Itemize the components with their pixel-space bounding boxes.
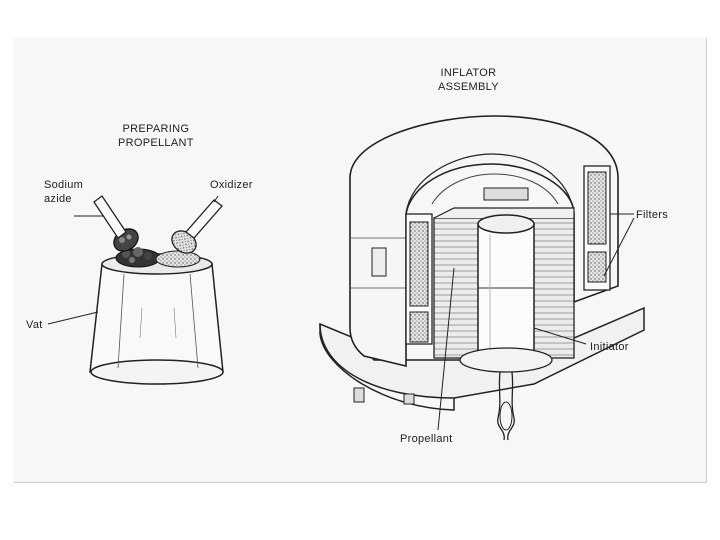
preparing-propellant-title: PREPARING PROPELLANT xyxy=(118,123,194,149)
initiator-label: Initiator xyxy=(590,341,629,353)
propellant-label: Propellant xyxy=(400,433,453,445)
filters-leader-2 xyxy=(603,217,635,277)
vat-label: Vat xyxy=(26,319,43,331)
diagram-figure: PREPARING PROPELLANT Sodium azide Oxidiz… xyxy=(14,38,707,483)
vat-leader xyxy=(47,311,99,325)
propellant-leader xyxy=(437,267,455,431)
oxidizer-leader xyxy=(213,195,219,203)
sodium-azide-label: Sodium azide xyxy=(44,179,84,205)
oxidizer-scoop xyxy=(155,199,223,268)
filters-label: Filters xyxy=(636,209,669,221)
oxidizer-label: Oxidizer xyxy=(210,179,253,191)
vat-drawing xyxy=(89,253,224,385)
sodium-azide-scoop xyxy=(93,195,161,268)
inflator-assembly-title: INFLATOR ASSEMBLY xyxy=(438,67,499,93)
initiator-leader xyxy=(533,327,587,345)
diagram-drawing xyxy=(47,115,645,441)
inflator-assembly-drawing xyxy=(319,115,645,441)
